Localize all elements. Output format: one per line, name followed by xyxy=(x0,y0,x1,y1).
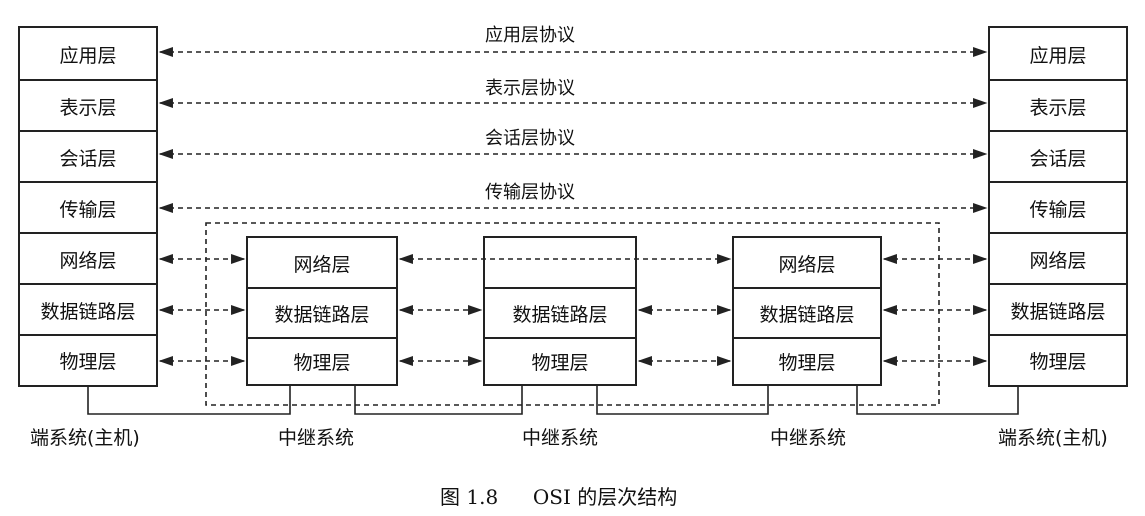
right-presentation-layer: 表示层 xyxy=(990,79,1126,131)
relay-3-datalink-layer: 数据链路层 xyxy=(734,287,880,338)
relay-system-1-stack: 网络层 数据链路层 物理层 xyxy=(246,236,398,386)
left-application-layer: 应用层 xyxy=(59,44,117,67)
physical-link-left-relay1 xyxy=(87,386,291,415)
left-end-system-stack: 应用层 表示层 会话层 传输层 网络层 数据链路层 物理层 xyxy=(18,26,158,387)
session-protocol-label: 会话层协议 xyxy=(485,128,575,149)
figure-title: OSI 的层次结构 xyxy=(532,485,678,509)
physical-link-relay3-right xyxy=(856,386,1019,415)
figure-caption: 图 1.8 OSI 的层次结构 xyxy=(440,481,677,510)
relay-system-1-label: 中继系统 xyxy=(278,427,355,449)
left-session-layer: 会话层 xyxy=(20,130,156,182)
left-physical-layer: 物理层 xyxy=(20,334,156,385)
physical-link-relay1-relay2 xyxy=(354,386,523,415)
relay-3-physical-layer: 物理层 xyxy=(734,337,880,384)
transport-protocol-label: 传输层协议 xyxy=(485,182,575,203)
relay-2-datalink-layer: 数据链路层 xyxy=(485,287,635,338)
relay-system-2-label: 中继系统 xyxy=(522,427,599,449)
relay-system-3-label: 中继系统 xyxy=(770,427,847,449)
left-transport-layer: 传输层 xyxy=(20,181,156,233)
relay-1-physical-layer: 物理层 xyxy=(248,337,396,384)
relay-system-3-stack: 网络层 数据链路层 物理层 xyxy=(732,236,882,386)
application-protocol-label: 应用层协议 xyxy=(485,25,575,46)
right-physical-layer: 物理层 xyxy=(990,334,1126,385)
left-end-system-label: 端系统(主机) xyxy=(30,427,140,449)
presentation-protocol-label: 表示层协议 xyxy=(485,78,575,99)
right-datalink-layer: 数据链路层 xyxy=(990,283,1126,335)
left-presentation-layer: 表示层 xyxy=(20,79,156,131)
right-end-system-label: 端系统(主机) xyxy=(998,427,1108,449)
right-end-system-stack: 应用层 表示层 会话层 传输层 网络层 数据链路层 物理层 xyxy=(988,26,1128,387)
left-datalink-layer: 数据链路层 xyxy=(20,283,156,335)
right-network-layer: 网络层 xyxy=(990,232,1126,284)
relay-1-network-layer: 网络层 xyxy=(293,253,351,276)
relay-3-network-layer: 网络层 xyxy=(778,253,836,276)
left-network-layer: 网络层 xyxy=(20,232,156,284)
relay-2-physical-layer: 物理层 xyxy=(485,337,635,384)
figure-number: 图 1.8 xyxy=(440,485,499,509)
right-session-layer: 会话层 xyxy=(990,130,1126,182)
subnet-dashed-boundary xyxy=(205,222,940,406)
relay-1-datalink-layer: 数据链路层 xyxy=(248,287,396,338)
right-transport-layer: 传输层 xyxy=(990,181,1126,233)
physical-link-relay2-relay3 xyxy=(596,386,769,415)
right-application-layer: 应用层 xyxy=(1029,44,1087,67)
